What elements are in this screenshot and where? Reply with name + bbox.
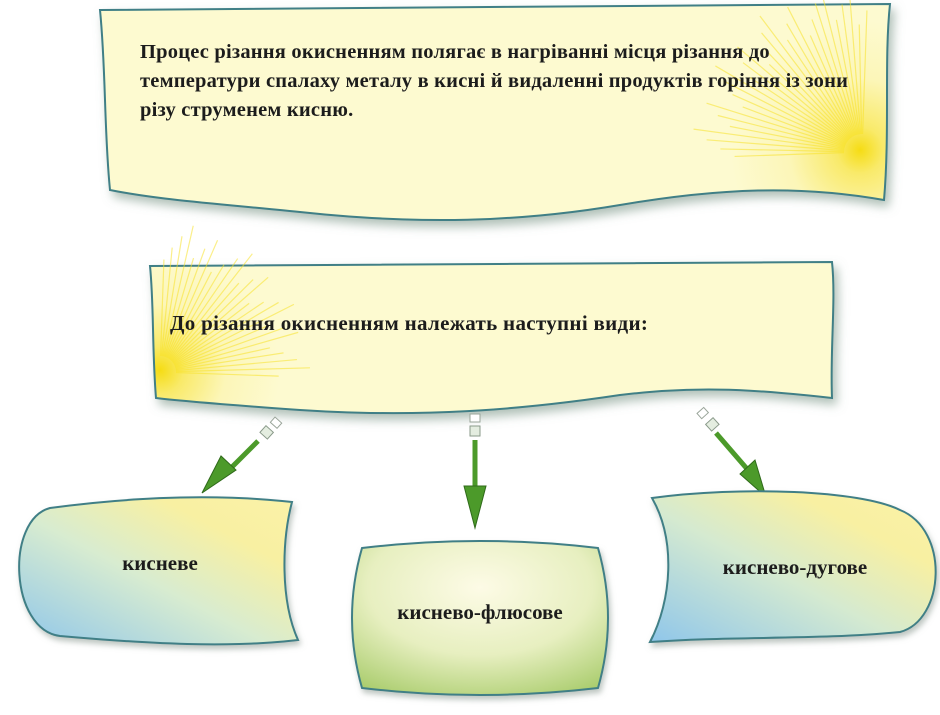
sunburst-ray xyxy=(165,240,219,358)
type-label-3: киснево-дугове xyxy=(722,555,868,579)
sunburst-ray xyxy=(737,46,849,141)
sunburst-ray xyxy=(717,114,845,149)
sunburst-ray xyxy=(172,302,250,363)
arrow-to-type-3 xyxy=(696,406,767,499)
type-node-1 xyxy=(18,496,300,646)
sunburst-ray xyxy=(175,352,284,371)
sunburst-ray xyxy=(786,23,854,137)
sunburst-ray xyxy=(170,282,240,361)
sunburst-ray xyxy=(173,301,279,365)
definition-note xyxy=(98,2,892,222)
sunburst-ray xyxy=(835,19,860,135)
sunburst-ray xyxy=(723,80,847,145)
sunburst-ray xyxy=(706,139,845,152)
sunburst-ray xyxy=(858,24,863,135)
sunburst-ray xyxy=(175,367,310,373)
sunburst-ray xyxy=(169,253,253,360)
sunburst-ray xyxy=(159,259,165,357)
sunburst-ray xyxy=(862,10,868,135)
sunburst-ray xyxy=(170,279,254,362)
sunburst-ray xyxy=(174,324,270,367)
sunburst-ray xyxy=(811,19,857,136)
sunburst-ray xyxy=(814,3,858,136)
sunburst-ray xyxy=(715,65,847,144)
sunburst-ray xyxy=(168,258,239,360)
sunburst-ray xyxy=(764,48,851,140)
arrow-to-type-1 xyxy=(201,416,283,494)
sunburst-ray xyxy=(706,102,846,148)
sunburst-ray xyxy=(749,76,848,143)
sunburst-ray xyxy=(729,125,845,150)
type-label-2: киснево-флюсове xyxy=(397,600,563,624)
sunburst-ray xyxy=(164,248,206,358)
sunburst-ray xyxy=(693,128,845,151)
sunburst-ray xyxy=(175,371,279,377)
sunburst-ray xyxy=(761,32,851,139)
sunburst-ray xyxy=(734,152,845,158)
sunburst-ray xyxy=(742,106,846,147)
sunburst-ray xyxy=(849,0,862,135)
definition-text: Процес різання окисненням полягає в нагр… xyxy=(140,41,849,121)
sunburst-ray xyxy=(163,257,195,357)
sunburst-ray xyxy=(742,62,848,142)
sunburst-ray xyxy=(166,271,212,359)
sunburst-ray xyxy=(768,63,850,141)
sunburst-ray xyxy=(786,39,853,138)
type-node-2 xyxy=(351,540,609,696)
sunburst-ray xyxy=(172,301,264,364)
sunburst-ray xyxy=(759,15,852,138)
sunburst-ray xyxy=(841,4,861,135)
sunburst-ray xyxy=(809,35,856,136)
sunburst-ray xyxy=(167,264,225,359)
sunburst-ray xyxy=(175,347,271,370)
sunburst-ray xyxy=(732,93,846,146)
type-label-1: кисневе xyxy=(122,551,198,575)
type-node-3 xyxy=(648,490,937,644)
sunburst-ray xyxy=(174,327,284,368)
sunburst-ray xyxy=(822,0,859,135)
sunburst-ray xyxy=(720,148,845,153)
sunburst-ray xyxy=(175,358,297,372)
sunburst-ray xyxy=(160,247,173,357)
sunburst-rays-middle xyxy=(159,225,310,377)
sunburst-rays-top xyxy=(693,0,868,158)
sunburst-ray xyxy=(174,303,295,366)
sunburst-ray xyxy=(162,225,194,357)
sunburst-ray xyxy=(161,236,183,357)
sunburst-ray xyxy=(175,331,299,369)
sunburst-ray xyxy=(787,6,855,137)
types-heading-text: До різання окисненням належать наступні … xyxy=(170,311,649,335)
sunburst-ray xyxy=(171,276,269,362)
types-heading-note xyxy=(148,260,835,415)
arrow-to-type-2 xyxy=(463,413,487,530)
